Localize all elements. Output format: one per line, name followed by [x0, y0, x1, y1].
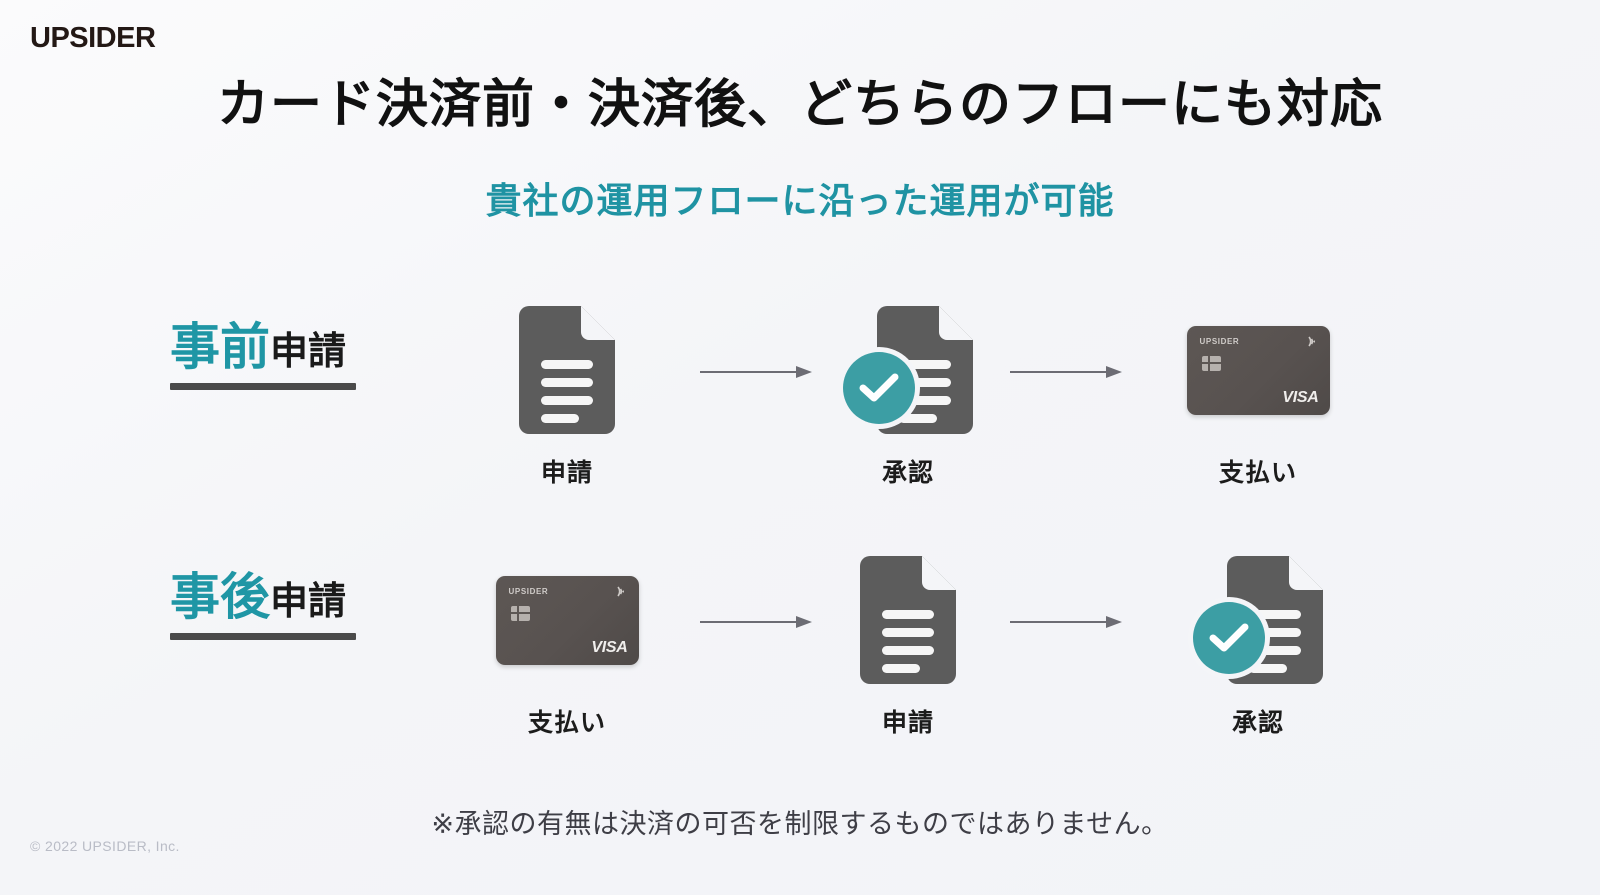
- step-art: [467, 300, 667, 440]
- arrow-right-icon: [700, 616, 812, 628]
- flow-label-underline: [170, 383, 356, 390]
- contactless-icon: [616, 585, 629, 598]
- flow-label-weak: 申請: [270, 331, 347, 373]
- copyright-text: © 2022 UPSIDER, Inc.: [30, 838, 180, 854]
- step-caption: 申請: [540, 459, 593, 487]
- arrow-right-icon: [1010, 366, 1122, 378]
- document-approved-icon: [843, 306, 973, 434]
- flow-label-text: 事前申請: [170, 322, 400, 372]
- arrow-right-icon: [700, 366, 812, 378]
- flow-label-underline: [170, 633, 356, 640]
- card-chip-icon: [510, 605, 530, 621]
- flow-step: 申請: [808, 550, 1008, 739]
- step-caption: 承認: [1231, 709, 1284, 737]
- upsider-logo: UPSIDER: [30, 22, 156, 54]
- flow-step: UPSIDER VISA 支払い: [1158, 300, 1358, 489]
- footnote-text: ※承認の有無は決済の可否を制限するものではありません。: [431, 809, 1169, 839]
- contactless-icon: [1307, 335, 1320, 348]
- card-chip-icon: [1201, 355, 1221, 371]
- flow-row-post-approval: 事後申請 UPSIDER VISA: [0, 550, 1600, 750]
- document-icon: [860, 556, 956, 684]
- arrow-right-icon: [1010, 616, 1122, 628]
- card-brand-label: UPSIDER: [508, 586, 549, 596]
- page-subtitle: 貴社の運用フローに沿った運用が可能: [485, 180, 1115, 221]
- page-title: カード決済前・決済後、どちらのフローにも対応: [216, 76, 1383, 134]
- flow-step: 承認: [808, 300, 1008, 489]
- step-caption: 申請: [881, 709, 934, 737]
- flow-row-pre-approval: 事前申請 申請: [0, 300, 1600, 500]
- document-icon: [519, 306, 615, 434]
- card-network-label: VISA: [1282, 388, 1319, 406]
- step-art: [1158, 550, 1358, 690]
- flow-step: 申請: [467, 300, 667, 489]
- flow-label-weak: 申請: [270, 581, 347, 623]
- flow-label-pre: 事前申請: [170, 322, 400, 390]
- check-badge-icon: [843, 352, 915, 424]
- step-caption: 支払い: [527, 709, 606, 737]
- flow-step: 承認: [1158, 550, 1358, 739]
- step-art: [808, 550, 1008, 690]
- step-art: UPSIDER VISA: [1158, 300, 1358, 440]
- flow-label-post: 事後申請: [170, 572, 400, 640]
- step-caption: 承認: [881, 459, 934, 487]
- flow-step: UPSIDER VISA 支払い: [467, 550, 667, 739]
- step-art: [808, 300, 1008, 440]
- flow-label-strong: 事前: [170, 319, 270, 375]
- flow-label-strong: 事後: [170, 569, 270, 625]
- credit-card-icon: UPSIDER VISA: [1186, 325, 1330, 415]
- card-network-label: VISA: [591, 638, 628, 656]
- card-brand-label: UPSIDER: [1199, 336, 1240, 346]
- step-art: UPSIDER VISA: [467, 550, 667, 690]
- document-approved-icon: [1193, 556, 1323, 684]
- step-caption: 支払い: [1218, 459, 1297, 487]
- check-badge-icon: [1193, 602, 1265, 674]
- flow-label-text: 事後申請: [170, 572, 400, 622]
- credit-card-icon: UPSIDER VISA: [495, 575, 639, 665]
